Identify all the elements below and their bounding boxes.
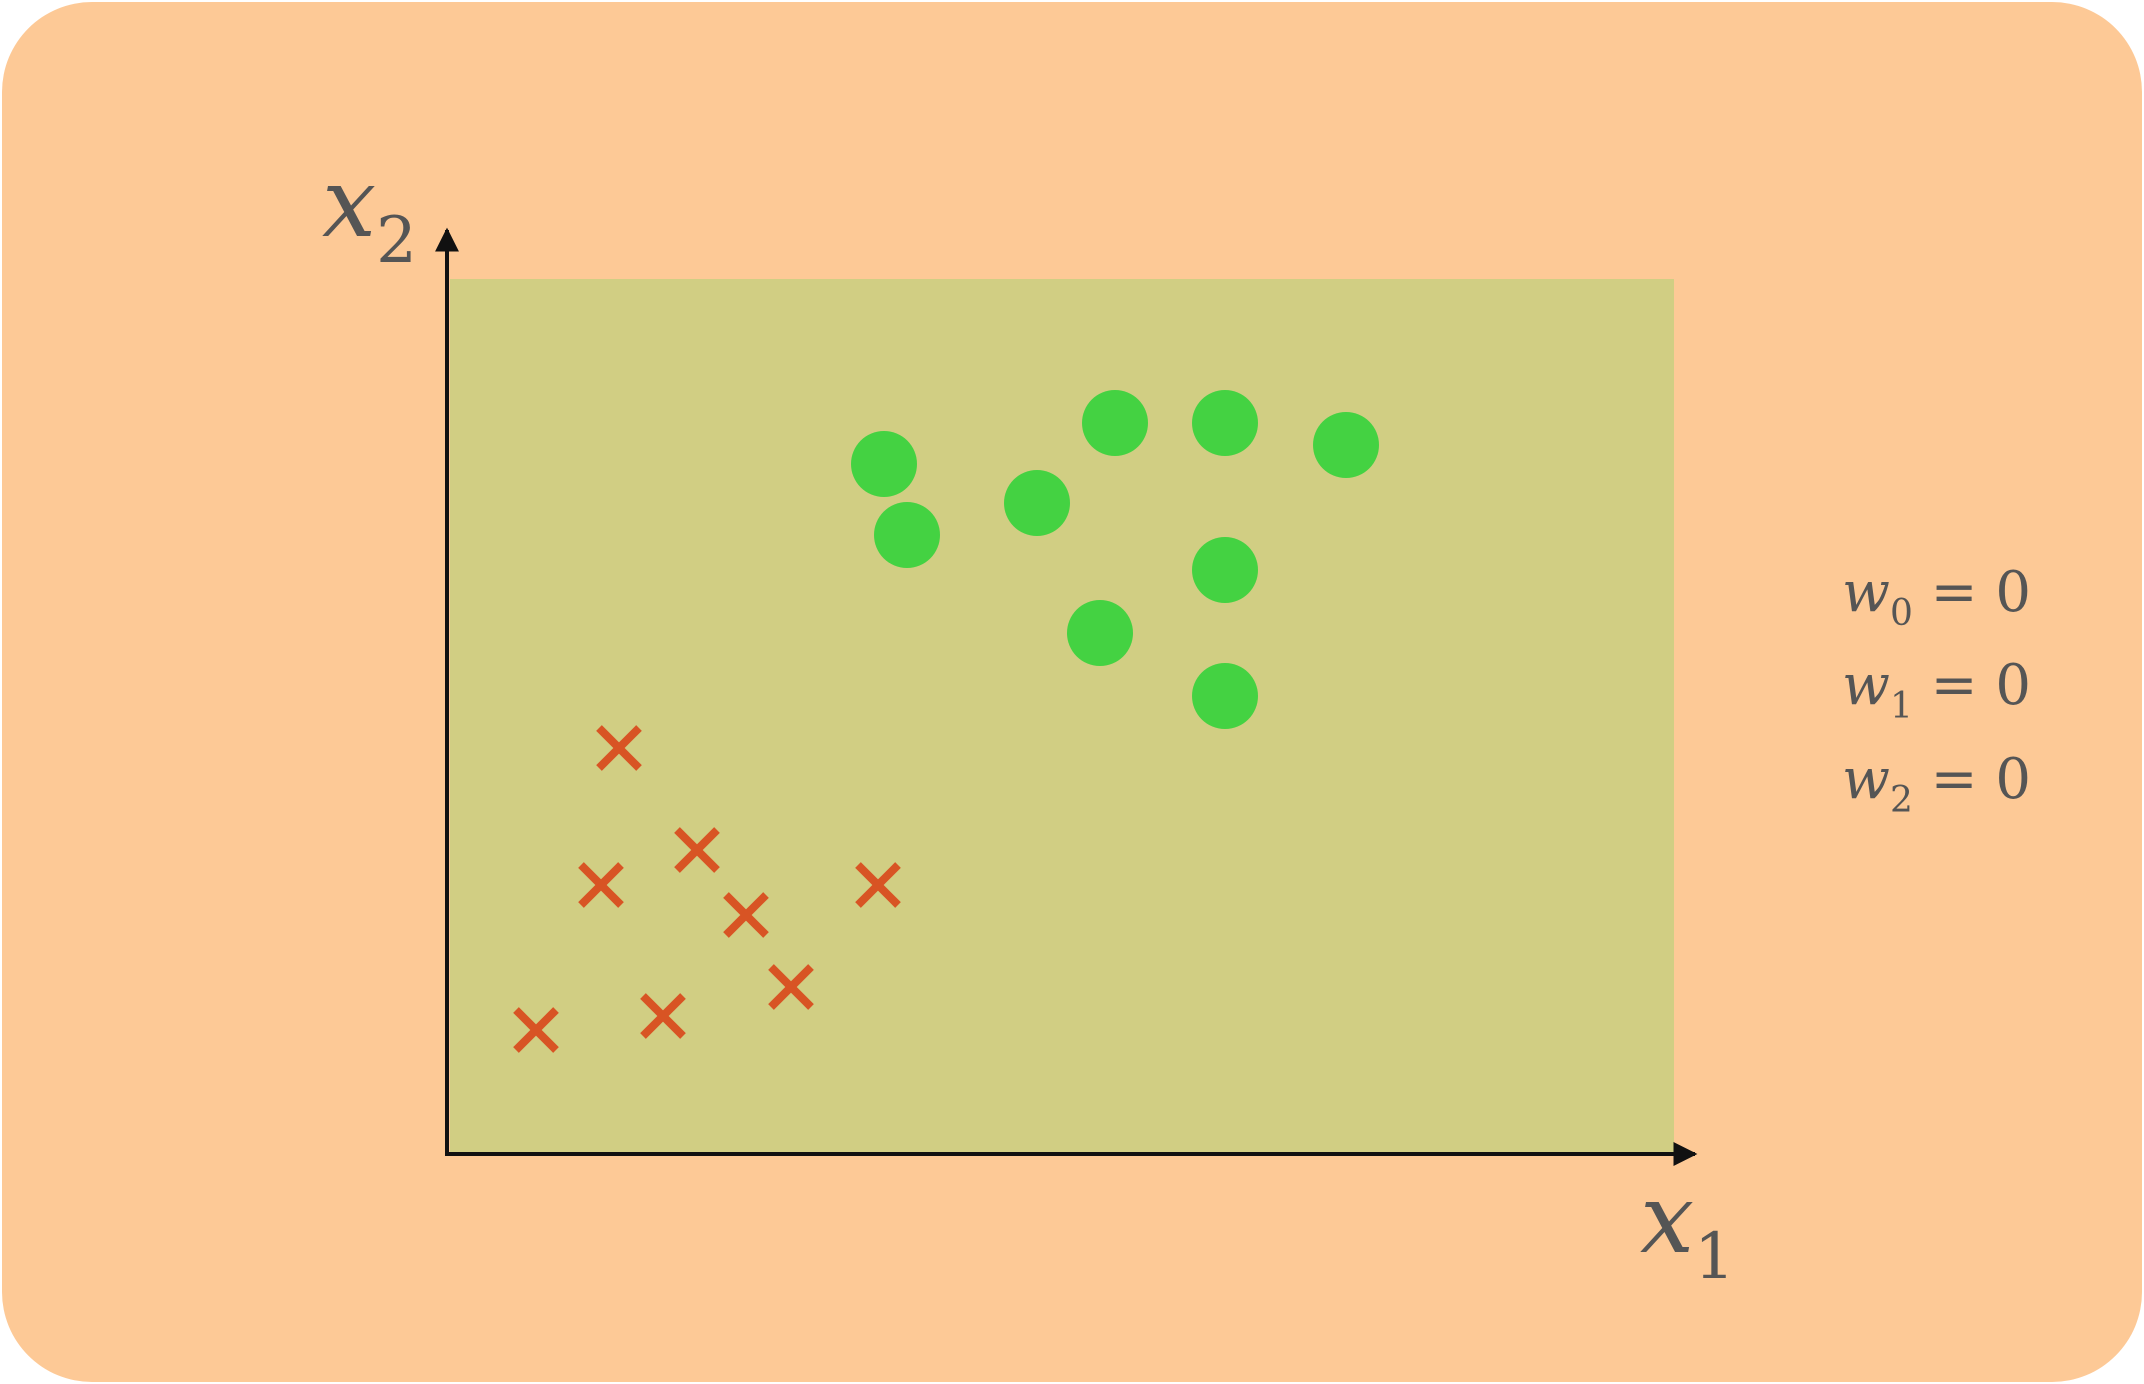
y-axis-label: x2 [322, 147, 417, 278]
circle-point [1192, 390, 1258, 456]
circle-point [1067, 600, 1133, 666]
circle-point [1004, 470, 1070, 536]
weight-w0-label: w0 = 0 [1842, 560, 2031, 635]
circle-point [874, 502, 940, 568]
cross-point [596, 725, 642, 771]
circle-point [851, 431, 917, 497]
cross-point [855, 862, 901, 908]
circle-point [1192, 663, 1258, 729]
data-points [513, 390, 1379, 1053]
cross-point [513, 1007, 559, 1053]
x-axis-label: x1 [1640, 1163, 1735, 1294]
cross-point [723, 892, 769, 938]
circle-point [1192, 537, 1258, 603]
cross-point [640, 993, 686, 1039]
circle-point [1082, 390, 1148, 456]
weight-w1-label: w1 = 0 [1842, 653, 2031, 728]
decision-region [450, 279, 1674, 1153]
weight-w2-label: w2 = 0 [1842, 747, 2031, 822]
cross-point [674, 827, 720, 873]
circle-point [1313, 412, 1379, 478]
cross-point [578, 862, 624, 908]
cross-point [768, 964, 814, 1010]
